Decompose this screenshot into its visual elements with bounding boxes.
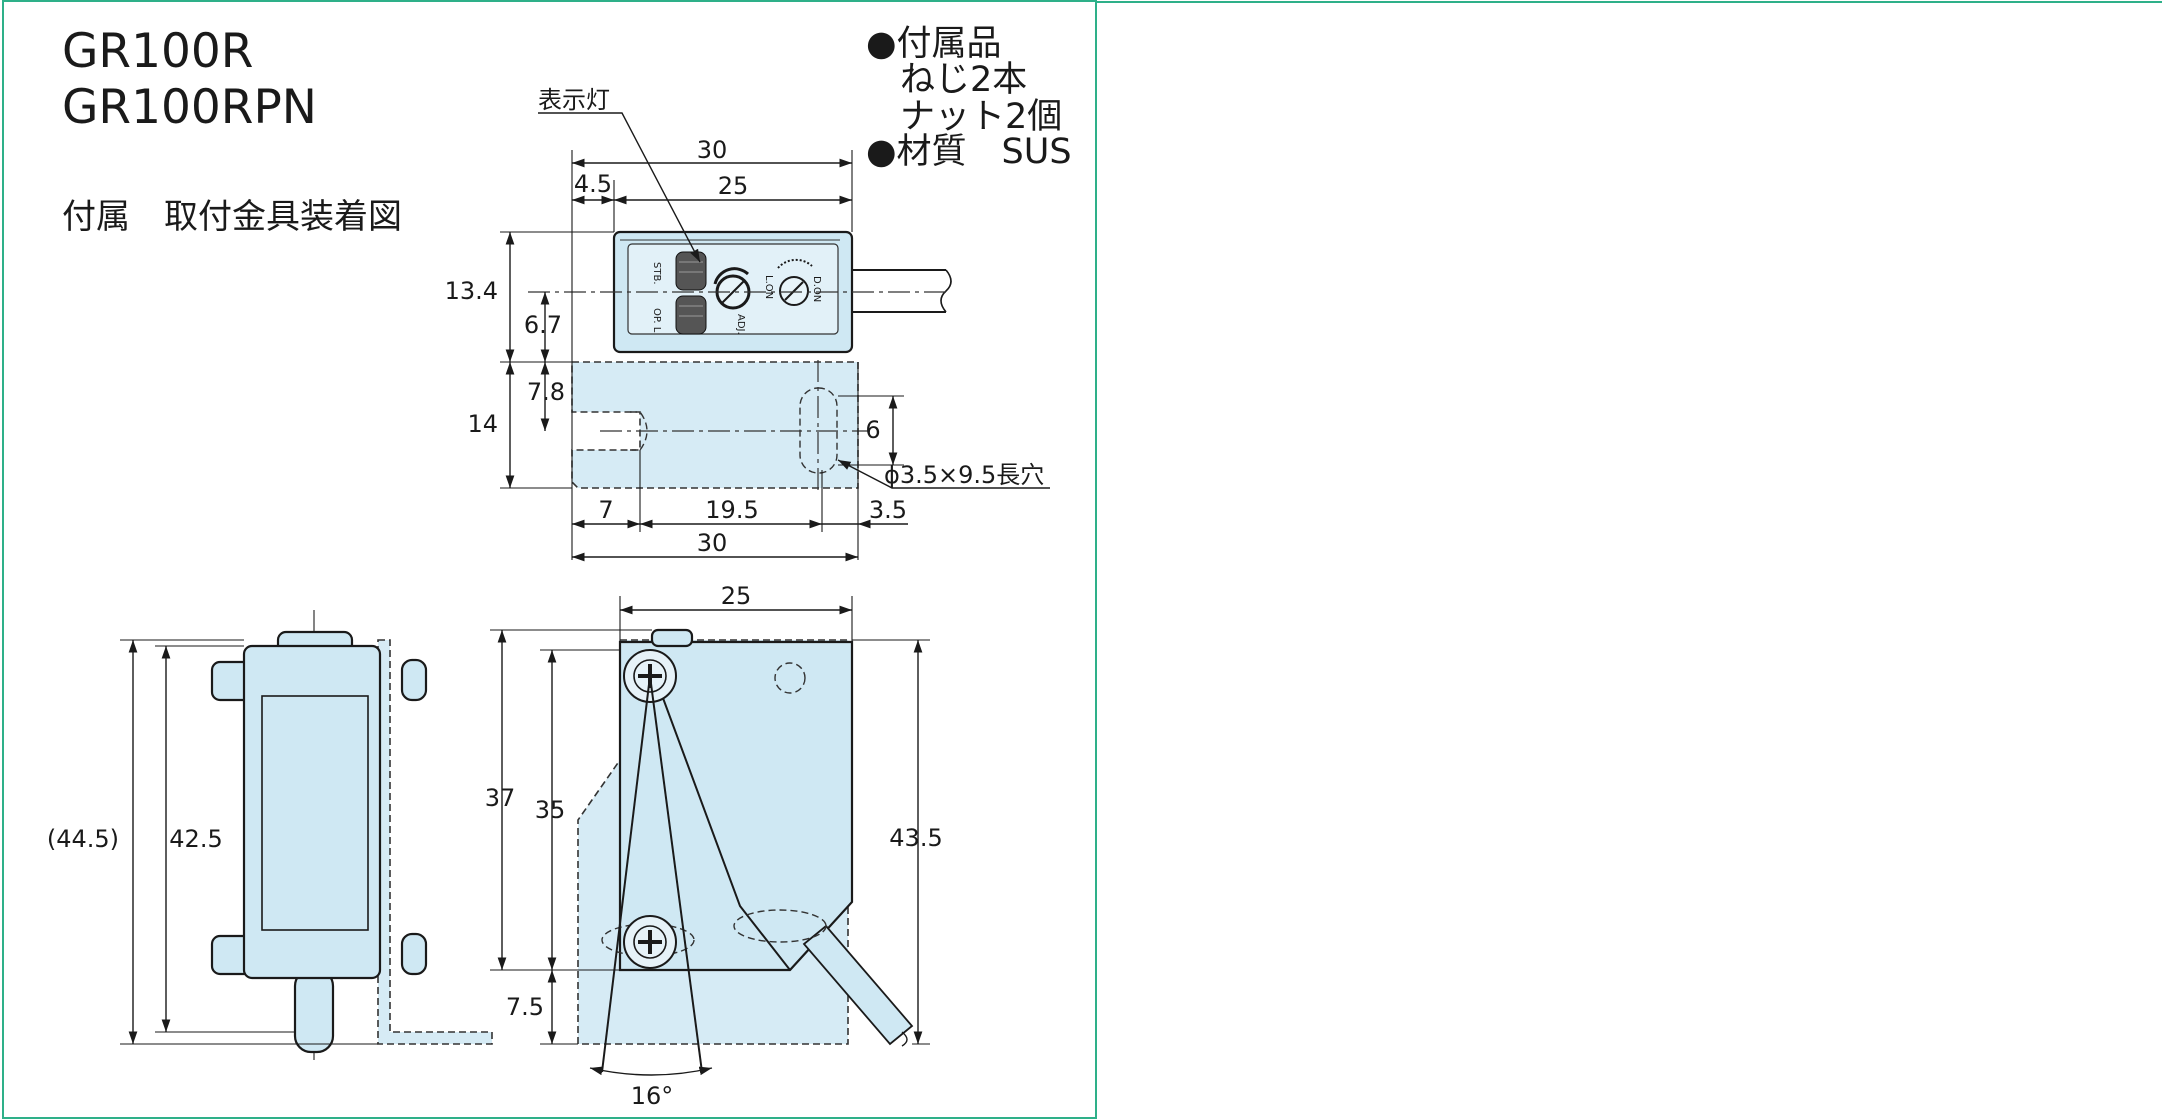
dim-top-width-30: 30 bbox=[697, 136, 728, 164]
accessory-screws: ねじ2本 bbox=[900, 60, 1027, 100]
model-name-2: GR100RPN bbox=[62, 80, 317, 135]
side-view-cable bbox=[293, 968, 335, 1054]
drawing-frame bbox=[2, 0, 1097, 1119]
side-view-screw-top bbox=[400, 658, 428, 702]
front-view-hidden-hole bbox=[774, 662, 806, 694]
side-view-lens bbox=[261, 695, 369, 931]
label-adj: ADJ. bbox=[735, 314, 746, 335]
dim-top-depth-13-4: 13.4 bbox=[445, 277, 498, 305]
indicator-opl-icon bbox=[675, 295, 707, 335]
dim-top-offset-4-5: 4.5 bbox=[574, 170, 612, 198]
top-view-bracket bbox=[571, 361, 859, 489]
side-view-bracket bbox=[377, 639, 493, 1045]
dim-top-notch-7-8: 7.8 bbox=[527, 378, 565, 406]
dim-front-width-25: 25 bbox=[721, 582, 752, 610]
dim-front-bottom-7-5: 7.5 bbox=[506, 993, 544, 1021]
dim-top-notch-width-7: 7 bbox=[598, 496, 613, 524]
dim-top-edge-3-5: 3.5 bbox=[869, 496, 907, 524]
label-opl: OP. L bbox=[651, 308, 662, 333]
side-view-screw-bottom bbox=[400, 932, 428, 976]
indicator-stb-icon bbox=[675, 251, 707, 291]
top-view-notch-hidden bbox=[630, 411, 648, 451]
front-view-beam-right bbox=[649, 675, 703, 1073]
material-note: ●材質 SUS bbox=[866, 132, 1072, 172]
top-view-cable-break bbox=[940, 269, 952, 313]
dim-front-beam-angle: 16° bbox=[631, 1082, 674, 1110]
label-stb: STB. bbox=[651, 262, 662, 285]
dim-top-pitch-19-5: 19.5 bbox=[705, 496, 758, 524]
front-view-top-tab bbox=[650, 628, 694, 648]
side-view: (44.5) 42.5 bbox=[47, 610, 493, 1060]
drawing-subtitle: 付属 取付金具装着図 bbox=[62, 197, 402, 237]
indicator-label: 表示灯 bbox=[538, 86, 610, 114]
dim-top-bracket-14: 14 bbox=[467, 410, 498, 438]
front-view-cable bbox=[802, 924, 914, 1046]
dim-side-height-42-5: 42.5 bbox=[169, 825, 222, 853]
dim-top-slot-6: 6 bbox=[865, 416, 880, 444]
dim-top-body-25: 25 bbox=[718, 172, 749, 200]
front-view-hidden-slot-bottom bbox=[733, 909, 827, 943]
label-lon: L.ON bbox=[763, 275, 774, 299]
dim-top-bracket-width-30: 30 bbox=[697, 529, 728, 557]
accessory-heading: ●付属品 bbox=[866, 24, 1002, 64]
dim-front-height-37: 37 bbox=[485, 784, 516, 812]
slot-label: ϕ3.5×9.5長穴 bbox=[884, 461, 1044, 489]
front-view: 16° 25 37 35 7.5 43.5 bbox=[485, 582, 943, 1110]
dim-front-height-43-5: 43.5 bbox=[889, 824, 942, 852]
accessory-nuts: ナット2個 bbox=[900, 97, 1062, 137]
dim-front-height-35: 35 bbox=[535, 796, 566, 824]
dim-side-overall-44-5: (44.5) bbox=[47, 825, 119, 853]
front-view-beam-left bbox=[601, 675, 651, 1073]
model-name-1: GR100R bbox=[62, 24, 253, 79]
top-view: STB. OP. L ADJ. L.ON D.ON 表示灯 30 bbox=[445, 86, 1050, 562]
front-view-slant-edge bbox=[659, 689, 791, 971]
label-don: D.ON bbox=[811, 276, 822, 302]
dim-top-center-6-7: 6.7 bbox=[524, 311, 562, 339]
